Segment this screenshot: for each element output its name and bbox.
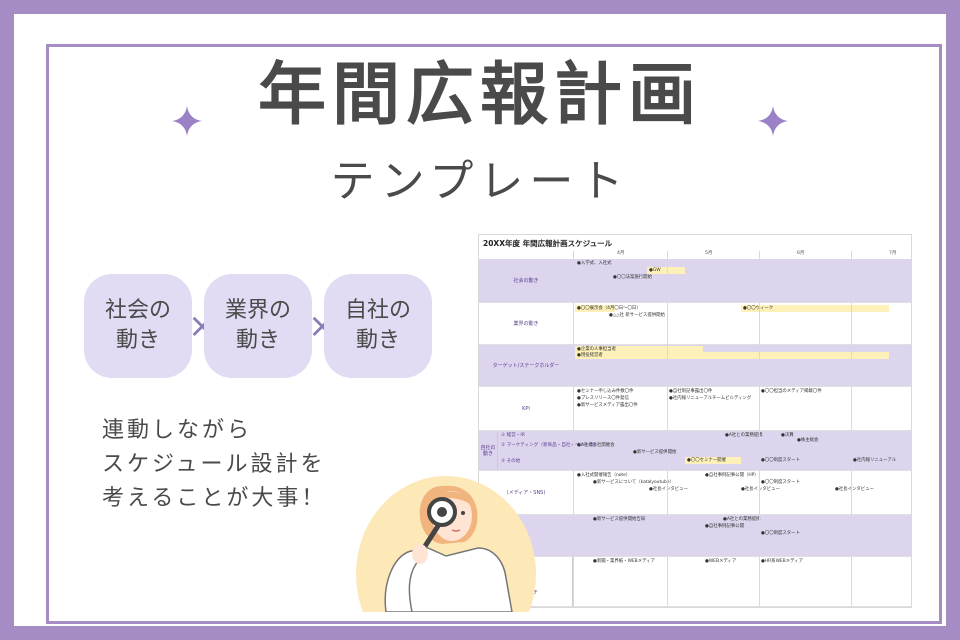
page-subtitle: テンプレート xyxy=(330,156,630,207)
sheet-item: ●決算 xyxy=(781,433,794,438)
bubble-company: 自社の 動き xyxy=(324,274,432,378)
month-label: 6月 xyxy=(797,251,805,256)
bubble-company-line1: 自社の xyxy=(344,298,411,323)
bubble-industry: 業界の 動き xyxy=(204,274,312,378)
month-label: 5月 xyxy=(705,251,713,256)
row-label: 社会の動き xyxy=(479,259,574,302)
sheet-item: ●HR系WEBメディア xyxy=(761,559,803,564)
row-label: ターゲット/ステークホルダー xyxy=(479,345,574,386)
sheet-months: 4月 5月 6月 7月 xyxy=(575,251,911,259)
sheet-item: ●新サービスメディア露出〇件 xyxy=(577,403,638,408)
woman-with-magnifying-glass-illustration xyxy=(356,476,536,612)
sheet-row-approach-1: ●新サービス提供開始告知 ●A社との業務提携 ●自社事例記事公開 ●〇〇制度スタ… xyxy=(479,515,911,557)
sheet-item: ●WEBメディア xyxy=(705,559,737,564)
sheet-item: ●入学式、入社式 xyxy=(577,261,612,266)
sheet-item: ●株主総会 xyxy=(797,438,819,443)
sheet-item: ●△△社 新サービス提供開始 xyxy=(609,313,665,318)
sheet-item: ●社内報リニューアルチームビルディング xyxy=(669,396,752,401)
sheet-item: ●入社式開催報告（note） xyxy=(577,473,631,478)
sheet-item: ●〇〇展示会（4月〇日〜〇日） xyxy=(577,306,641,311)
sheet-item: ●GW xyxy=(649,268,661,273)
row-label: 業界の動き xyxy=(479,303,574,344)
sparkle-left-icon xyxy=(172,106,202,136)
sheet-title: 20XX年度 年間広報計画スケジュール xyxy=(483,239,613,248)
sparkle-right-icon xyxy=(758,106,788,136)
sheet-row-society: 社会の動き ●入学式、入社式 ●GW ●〇〇法案施行開始 xyxy=(479,259,911,303)
grid-line xyxy=(759,251,760,607)
highlight-bar xyxy=(575,305,615,312)
highlight-bar xyxy=(685,457,741,464)
bubble-society: 社会の 動き xyxy=(84,274,192,378)
sub-row-label: ③ その他 xyxy=(501,459,521,464)
bubble-industry-line1: 業界の xyxy=(224,298,291,323)
sheet-item: ●プレスリリース〇件発信 xyxy=(577,396,629,401)
sheet-item: ●A社との業務提携 xyxy=(725,433,763,438)
sheet-item: ●A社との業務提携 xyxy=(723,517,761,522)
schedule-sheet-preview: 20XX年度 年間広報計画スケジュール 4月 5月 6月 7月 社会の動き ●入… xyxy=(478,234,912,608)
sheet-item: ●〇〇制度スタート xyxy=(761,531,800,536)
sub-row-label: ② マーケティング（新商品・自社イベント等） xyxy=(501,443,599,448)
sheet-row-media: (メディア・SNS) ●入社式開催報告（note） ●自社事例記事公開（HP） … xyxy=(479,471,911,515)
highlight-bar xyxy=(741,305,889,312)
sheet-item: ●社長インタビュー xyxy=(741,487,780,492)
body-line-1: 連動しながら xyxy=(102,418,253,443)
sheet-item: ●自社事例記事公開（HP） xyxy=(705,473,759,478)
body-text: 連動しながら スケジュール設計を 考えることが大事！ xyxy=(102,414,326,516)
page-title: 年間広報計画 xyxy=(257,56,702,135)
sheet-item: ●〇〇制度スタート xyxy=(761,458,800,463)
sheet-row-kpi: KPI ●セミナー申し込み件数〇件 ●プレスリリース〇件発信 ●新サービスメディ… xyxy=(479,387,911,431)
sheet-item: ●社長インタビュー xyxy=(835,487,874,492)
sub-row-label: ① 経営・IR xyxy=(501,433,525,438)
highlight-bar xyxy=(575,346,703,353)
sheet-item: ●〇〇制度スタート xyxy=(761,480,800,485)
sheet-row-target: ターゲット/ステークホルダー ●企業の人事担当者 ●現役経営者 xyxy=(479,345,911,387)
sheet-item: ●A社式会社開催会 xyxy=(577,443,615,448)
body-line-2: スケジュール設計を xyxy=(102,452,326,477)
sheet-item: ●新サービス提供開始 xyxy=(633,450,677,455)
sheet-item: ●新聞・業界紙・WEBメディア xyxy=(593,559,655,564)
highlight-bar xyxy=(647,267,685,274)
sheet-row-company: 自社の動き ① 経営・IR ② マーケティング（新商品・自社イベント等） ③ そ… xyxy=(479,431,911,471)
month-label: 7月 xyxy=(889,251,897,256)
highlight-bar xyxy=(575,352,889,359)
bubble-society-line2: 動き xyxy=(115,328,160,353)
sheet-item: ●〇〇セミナー開催 xyxy=(687,458,726,463)
row-label: KPI xyxy=(479,387,574,430)
sheet-item: ●新サービスについて（katalyoutube） xyxy=(593,480,674,485)
sheet-item: ●セミナー申し込み件数〇件 xyxy=(577,389,634,394)
sheet-item: ●企業の人事担当者 xyxy=(577,347,616,352)
sheet-item: ●社長インタビュー xyxy=(649,487,688,492)
bubble-industry-line2: 動き xyxy=(235,328,280,353)
sheet-row-industry: 業界の動き ●〇〇展示会（4月〇日〜〇日） ●△△社 新サービス提供開始 ●〇〇… xyxy=(479,303,911,345)
sheet-item: ●新サービス提供開始告知 xyxy=(593,517,646,522)
sheet-row-approach-2: アプローチ ●新聞・業界紙・WEBメディア ●WEBメディア ●HR系WEBメデ… xyxy=(479,557,911,607)
grid-line xyxy=(851,251,852,607)
grid-line xyxy=(667,251,668,607)
row-label: 自社の動き xyxy=(479,431,498,470)
body-line-3: 考えることが大事！ xyxy=(102,486,327,511)
month-label: 4月 xyxy=(617,251,625,256)
bubble-company-line2: 動き xyxy=(355,328,400,353)
sheet-item: ●自社制記事露出〇件 xyxy=(669,389,713,394)
grid-line xyxy=(573,251,574,607)
movement-bubbles: 社会の 動き × 業界の 動き × 自社の 動き xyxy=(82,274,442,384)
sheet-item: ●現役経営者 xyxy=(577,353,603,358)
sheet-item: ●自社事例記事公開 xyxy=(705,524,744,529)
sheet-item: ●〇〇担当のメディア掲載〇件 xyxy=(761,389,822,394)
sheet-item: ●〇〇法案施行開始 xyxy=(613,275,652,280)
sheet-item: ●社内報リニューアル xyxy=(853,458,897,463)
sheet-item: ●〇〇ウィーク xyxy=(743,306,773,311)
bubble-society-line1: 社会の xyxy=(104,298,171,323)
